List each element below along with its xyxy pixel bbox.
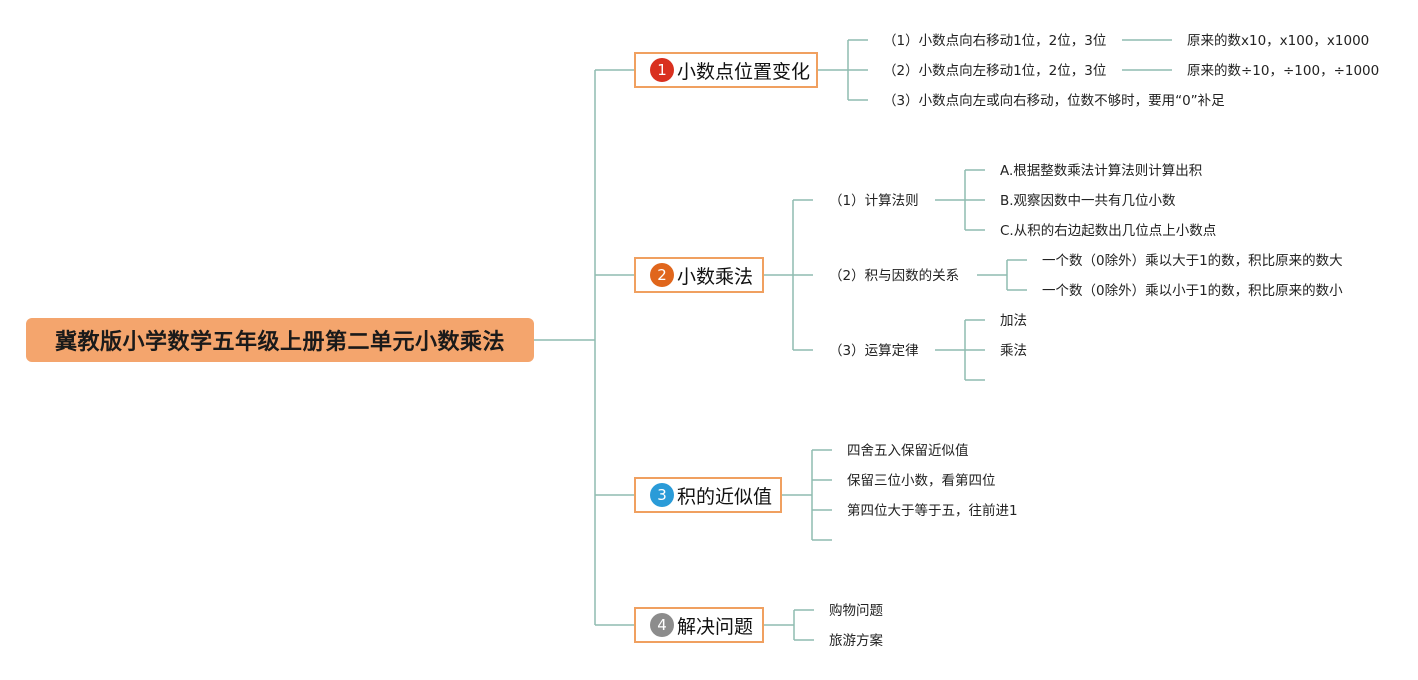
number-badge-4: 4	[650, 613, 674, 637]
topic-shift-right[interactable]: （1）小数点向右移动1位，2位，3位	[883, 33, 1107, 49]
number-badge-2: 2	[650, 263, 674, 287]
topic-shift-left-result[interactable]: 原来的数÷10，÷100，÷1000	[1187, 63, 1380, 79]
topic-pad-with-zero[interactable]: （3）小数点向左或向右移动，位数不够时，要用“0”补足	[883, 93, 1225, 109]
topic-multiply-less-than-one[interactable]: 一个数（0除外）乘以小于1的数，积比原来的数小	[1042, 283, 1343, 299]
branch-problem-solving[interactable]: 4 解决问题	[634, 607, 764, 643]
root-topic[interactable]: 冀教版小学数学五年级上册第二单元小数乘法	[26, 318, 534, 362]
topic-rule-c[interactable]: C.从积的右边起数出几位点上小数点	[1000, 223, 1217, 239]
number-badge-3: 3	[650, 483, 674, 507]
branch-decimal-multiplication[interactable]: 2 小数乘法	[634, 257, 764, 293]
topic-shopping-problem[interactable]: 购物问题	[829, 603, 883, 619]
branch-title: 小数乘法	[677, 265, 754, 288]
topic-operation-laws[interactable]: （3）运算定律	[829, 343, 919, 359]
number-badge-1: 1	[650, 58, 674, 82]
branch-title: 积的近似值	[677, 485, 773, 508]
topic-rule-a[interactable]: A.根据整数乘法计算法则计算出积	[1000, 163, 1203, 179]
topic-shift-left[interactable]: （2）小数点向左移动1位，2位，3位	[883, 63, 1107, 79]
branch-title: 小数点位置变化	[677, 60, 811, 83]
topic-product-factor-relation[interactable]: （2）积与因数的关系	[829, 268, 960, 284]
topic-shift-right-result[interactable]: 原来的数x10，x100，x1000	[1187, 33, 1370, 49]
topic-addition[interactable]: 加法	[1000, 313, 1027, 329]
topic-calculation-rule[interactable]: （1）计算法则	[829, 193, 919, 209]
topic-multiplication[interactable]: 乘法	[1000, 343, 1027, 359]
topic-travel-plan[interactable]: 旅游方案	[829, 633, 883, 649]
topic-rule-b[interactable]: B.观察因数中一共有几位小数	[1000, 193, 1176, 209]
branch-title: 解决问题	[677, 615, 754, 638]
root-title: 冀教版小学数学五年级上册第二单元小数乘法	[54, 330, 505, 355]
topic-multiply-greater-than-one[interactable]: 一个数（0除外）乘以大于1的数，积比原来的数大	[1042, 253, 1343, 269]
topic-round-up[interactable]: 第四位大于等于五，往前进1	[847, 503, 1018, 519]
branch-approximate-product[interactable]: 3 积的近似值	[634, 477, 782, 513]
topic-three-decimals[interactable]: 保留三位小数，看第四位	[847, 473, 996, 489]
topic-rounding[interactable]: 四舍五入保留近似值	[847, 443, 969, 459]
branch-decimal-point-shift[interactable]: 1 小数点位置变化	[634, 52, 818, 88]
